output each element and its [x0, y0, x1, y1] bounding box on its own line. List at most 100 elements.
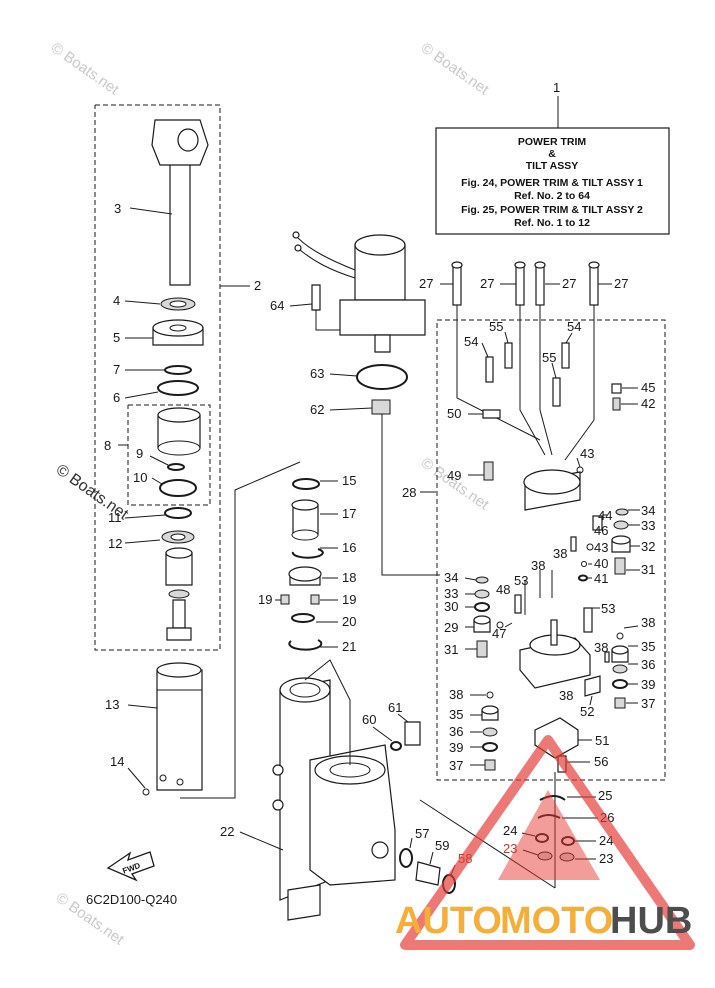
spring-31a	[476, 640, 488, 658]
callout-7: 7	[113, 362, 120, 377]
callout-34: 34	[444, 570, 458, 585]
lower-fasteners-group: 56 25 26 24 24 23 23	[419, 754, 614, 889]
callout-30: 30	[444, 599, 458, 614]
callout-47: 47	[492, 626, 506, 641]
ring-34	[615, 508, 629, 516]
fwd-arrow-icon: FWD	[106, 851, 155, 882]
circlip-16	[291, 548, 324, 559]
logo-auto: AUTO	[395, 900, 502, 942]
bracket-50	[482, 409, 501, 419]
spring-42	[612, 397, 621, 411]
callout-61: 61	[388, 700, 402, 715]
callout-27: 27	[562, 276, 576, 291]
callout-13: 13	[105, 697, 119, 712]
callout-53: 53	[514, 573, 528, 588]
callout-3: 3	[114, 201, 121, 216]
o-ring-63	[356, 364, 408, 390]
cap-45	[611, 383, 622, 394]
plate-52	[584, 675, 601, 697]
callout-55: 55	[489, 319, 503, 334]
manual-valve-group: 60 61	[362, 700, 421, 751]
piston-bolt	[172, 599, 186, 629]
callout-33: 33	[444, 586, 458, 601]
callout-38: 38	[594, 640, 608, 655]
callout-1: 1	[553, 80, 560, 95]
callout-38: 38	[559, 688, 573, 703]
spring-19b	[310, 594, 320, 605]
spring-49	[483, 461, 494, 481]
filter-62	[371, 399, 391, 415]
circlip-21	[288, 639, 323, 651]
callout-15: 15	[342, 473, 356, 488]
callout-37: 37	[449, 758, 463, 773]
callout-27: 27	[480, 276, 494, 291]
callout-14: 14	[110, 754, 124, 769]
valve-plug	[415, 861, 441, 886]
clip-26	[537, 814, 561, 819]
title-line-2: &	[548, 148, 556, 160]
callout-38: 38	[641, 615, 655, 630]
tilt-cylinder	[156, 669, 203, 791]
washer-33	[613, 520, 629, 530]
callout-60: 60	[362, 712, 376, 727]
o-ring-57	[399, 848, 413, 868]
title-line-6: Fig. 25, POWER TRIM & TILT ASSY 2	[461, 204, 643, 216]
callout-59: 59	[435, 838, 449, 853]
o-ring-6	[157, 380, 199, 396]
part-44	[592, 515, 603, 531]
callout-10: 10	[133, 470, 147, 485]
watermark-boats: © Boats.net	[418, 39, 493, 98]
callout-2: 2	[254, 278, 261, 293]
check-ball	[142, 788, 150, 796]
callout-32: 32	[641, 539, 655, 554]
callout-24: 24	[503, 823, 517, 838]
callout-44: 44	[598, 508, 612, 523]
callout-49: 49	[447, 468, 461, 483]
bolt-64	[311, 284, 321, 311]
spring-19a	[280, 594, 290, 605]
callout-39: 39	[449, 740, 463, 755]
spring-31	[614, 557, 626, 575]
callout-21: 21	[342, 639, 356, 654]
title-line-7: Ref. No. 1 to 12	[514, 217, 590, 229]
callout-28: 28	[402, 485, 416, 500]
callout-54: 54	[464, 334, 478, 349]
callout-16: 16	[342, 540, 356, 555]
callout-19: 19	[258, 592, 272, 607]
callout-42: 42	[641, 396, 655, 411]
callout-25: 25	[598, 788, 612, 803]
automotohub-logo: AUTO MOTO HUB	[395, 735, 695, 950]
clip-25	[539, 795, 566, 801]
callout-23: 23	[599, 851, 613, 866]
motor-group: 64 63 62	[270, 231, 440, 576]
callout-53: 53	[601, 601, 615, 616]
callout-29: 29	[444, 620, 458, 635]
callout-8: 8	[104, 438, 111, 453]
title-line-3: TILT ASSY	[526, 160, 579, 172]
title-line-5: Ref. No. 2 to 64	[514, 190, 590, 202]
cylinder-assembly-group: 2 3 4 5 7 6 8 9 10	[94, 104, 301, 799]
logo-moto: MOTO	[500, 900, 613, 942]
callout-17: 17	[342, 506, 356, 521]
callout-35: 35	[449, 707, 463, 722]
callout-63: 63	[310, 366, 324, 381]
callout-6: 6	[113, 390, 120, 405]
callout-39: 39	[641, 677, 655, 692]
o-ring-7	[164, 365, 192, 375]
title-box: 1 POWER TRIM & TILT ASSY Fig. 24, POWER …	[435, 80, 670, 235]
watermark-boats: © Boats.net	[48, 39, 123, 98]
callout-50: 50	[447, 406, 461, 421]
o-ring-20	[291, 613, 315, 623]
diagram-code: 6C2D100-Q240	[86, 892, 177, 907]
o-ring-60	[390, 741, 402, 751]
callout-5: 5	[113, 330, 120, 345]
callout-40: 40	[594, 556, 608, 571]
callout-51: 51	[595, 733, 609, 748]
o-ring-9	[167, 463, 185, 471]
callout-43: 43	[580, 446, 594, 461]
callout-31: 31	[641, 562, 655, 577]
callout-54: 54	[567, 319, 581, 334]
watermarks: © Boats.net © Boats.net © Boats.net © Bo…	[48, 39, 493, 948]
callout-43: 43	[594, 540, 608, 555]
